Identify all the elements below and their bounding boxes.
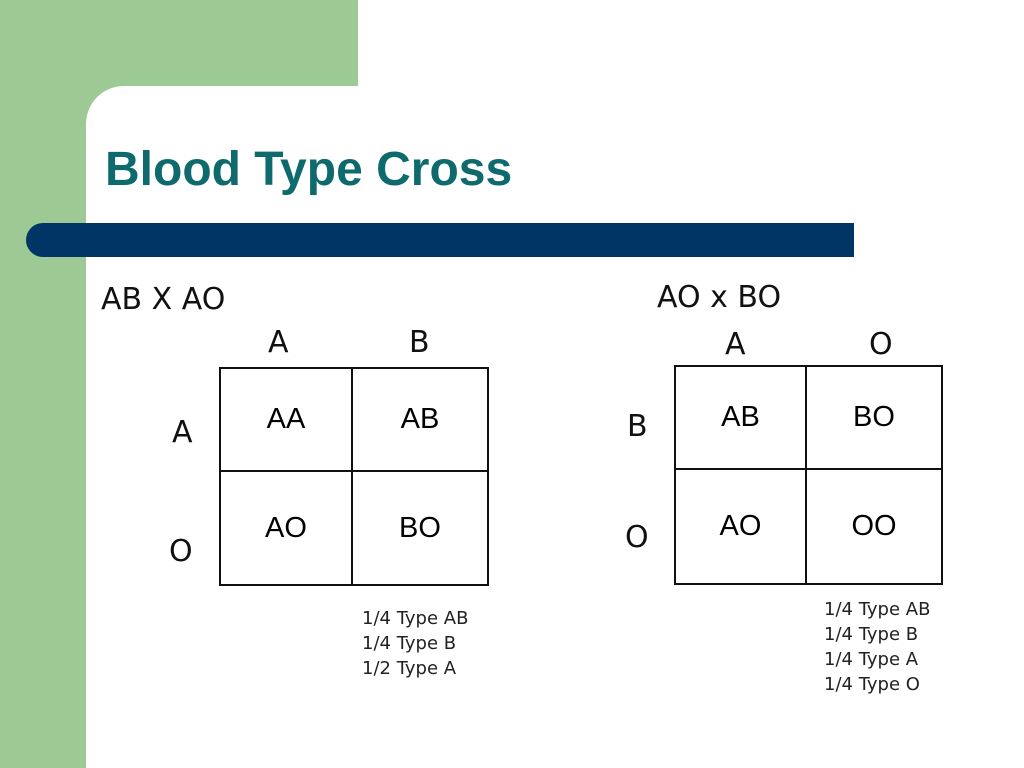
title-underline-bar — [26, 223, 854, 257]
content-panel — [86, 86, 1024, 768]
slide-title: Blood Type Cross — [105, 143, 513, 196]
cross-1-cell-r1c1: AA — [219, 367, 353, 472]
cross-1-genotype: AO — [265, 511, 307, 544]
cross-2-cell-r2c1: AO — [674, 468, 807, 585]
cross-2-cell-r1c1: AB — [674, 365, 807, 470]
cross-2-cell-r1c2: BO — [805, 365, 943, 470]
cross-2-result-line: 1/4 Type AB — [824, 599, 931, 620]
cross-1-column-header-1: A — [268, 325, 289, 360]
cross-1-row-header-1: A — [172, 415, 193, 450]
cross-2-result-line: 1/4 Type A — [824, 649, 919, 670]
cross-2-genotype: BO — [853, 401, 895, 433]
cross-1-results: 1/4 Type AB 1/4 Type B 1/2 Type A — [362, 606, 468, 681]
cross-2-results: 1/4 Type AB 1/4 Type B 1/4 Type A 1/4 Ty… — [824, 597, 930, 697]
cross-1-row-header-2: O — [169, 534, 193, 569]
cross-2-genotype: AO — [719, 510, 762, 542]
cross-2-genotype: AB — [721, 401, 760, 433]
cross-2-row-header-1: B — [627, 409, 648, 444]
cross-1-column-header-2: B — [409, 325, 430, 360]
cross-1-title: AB X AO — [101, 282, 226, 317]
cross-2-result-line: 1/4 Type O — [824, 674, 920, 695]
cross-1-result-line: 1/4 Type AB — [362, 608, 469, 629]
cross-2-column-header-2: O — [869, 327, 893, 362]
cross-1-result-line: 1/4 Type B — [362, 633, 457, 654]
cross-2-title: AO x BO — [657, 280, 782, 315]
cross-1-cell-r2c2: BO — [351, 470, 489, 586]
cross-1-cell-r1c2: AB — [351, 367, 489, 472]
cross-1-cell-r2c1: AO — [219, 470, 353, 586]
cross-2-genotype: OO — [851, 510, 897, 542]
cross-2-cell-r2c2: OO — [805, 468, 943, 585]
cross-1-genotype: BO — [399, 511, 441, 544]
cross-1-result-line: 1/2 Type A — [362, 658, 457, 679]
cross-1-genotype: AB — [400, 403, 440, 435]
cross-1-genotype: AA — [266, 403, 306, 435]
background-panel-top — [358, 0, 1024, 90]
cross-2-row-header-2: O — [625, 520, 649, 555]
cross-2-result-line: 1/4 Type B — [824, 624, 919, 645]
cross-2-column-header-1: A — [725, 327, 746, 362]
